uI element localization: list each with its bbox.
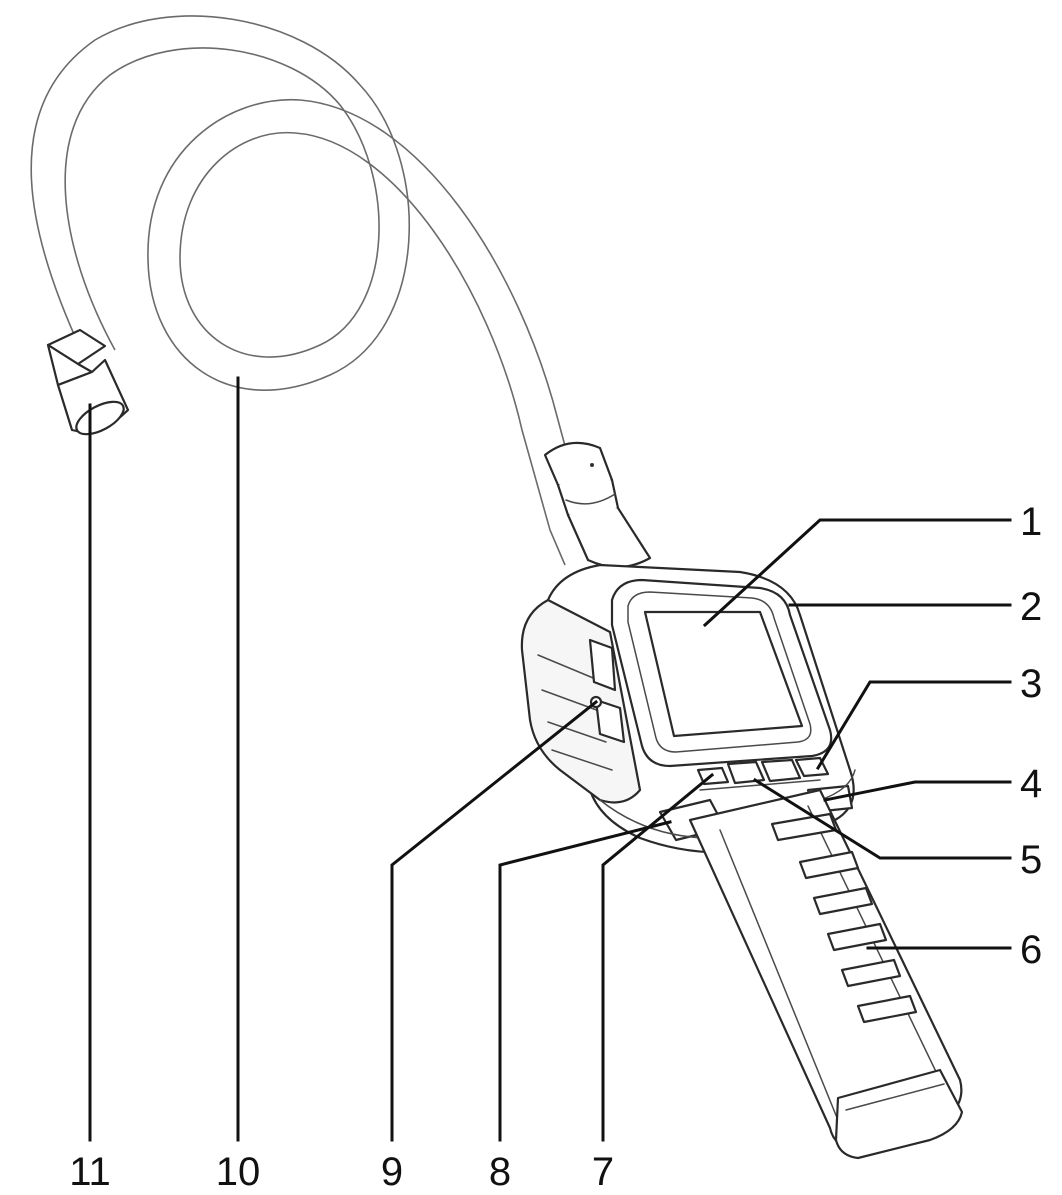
callout-7: 7 (592, 1150, 614, 1194)
leader-3 (815, 680, 1012, 771)
leader-7 (601, 772, 715, 1142)
callout-4: 4 (1020, 762, 1042, 806)
callout-5: 5 (1020, 838, 1042, 882)
leader-lines (88, 376, 1012, 1142)
grip-handle (688, 788, 964, 1160)
callout-11: 11 (69, 1150, 111, 1194)
callout-1: 1 (1020, 500, 1042, 544)
handset-body (520, 563, 856, 854)
camera-head (46, 328, 130, 436)
callout-3: 3 (1020, 662, 1042, 706)
leader-1 (702, 518, 1012, 628)
leader-4 (823, 780, 1012, 802)
gooseneck-cable (30, 15, 601, 566)
cable-connector (543, 441, 652, 569)
callout-8: 8 (489, 1150, 511, 1194)
leader-8 (498, 820, 672, 1142)
callout-10: 10 (216, 1150, 261, 1194)
callout-6: 6 (1020, 928, 1042, 972)
callout-numbers: 1 2 3 4 5 6 7 8 9 10 11 (69, 500, 1042, 1194)
leader-9 (390, 699, 599, 1142)
callout-2: 2 (1020, 585, 1042, 629)
callout-9: 9 (381, 1150, 403, 1194)
leader-5 (752, 777, 1012, 860)
